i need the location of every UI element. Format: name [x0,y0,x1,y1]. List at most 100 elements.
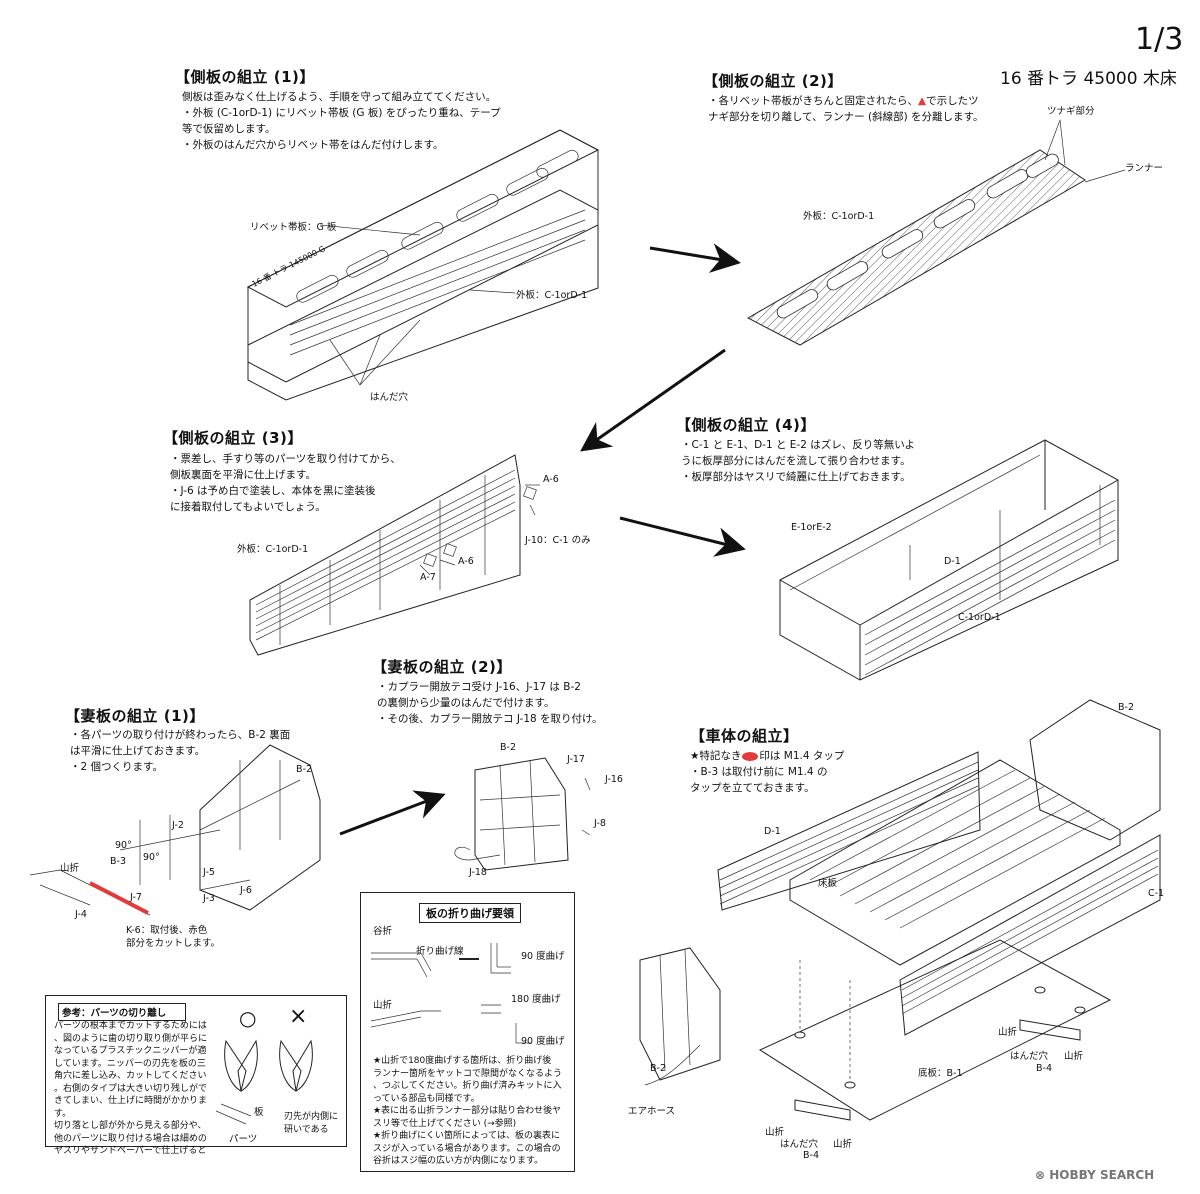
body-line: ・各パーツの取り付けが終わったら、B-2 裏面 [70,729,291,741]
reference-text: パーツの根本までカットするためには 、図のように歯の切り取り側が平らに なってい… [54,1020,207,1158]
label-90deg-a: 90° [115,840,132,851]
bad-mark-icon: × [289,1004,308,1029]
body-line: 等で仮留めします。 [182,123,276,135]
label-j16: J-16 [605,774,623,785]
label-j2: J-2 [172,820,184,831]
label-c1: C-1 [1148,888,1165,899]
page-number: 1/3 [1135,22,1184,57]
label-b4-bottom: B-4 [803,1150,819,1161]
watermark: ⊗ HOBBY SEARCH [1035,1168,1154,1182]
label-j10: J-10：C-1 のみ [525,535,591,546]
section-end-plate-1-title: 【妻板の組立 (1)】 [65,707,205,725]
label-180-fold: 180 度曲げ [511,994,561,1005]
label-fold-line: 折り曲げ線 [416,946,464,957]
body-line: 側板は歪みなく仕上げるよう、手順を守って組み立ててください。 [182,91,497,103]
watermark-icon: ⊗ [1035,1168,1050,1182]
label-90-fold-b: 90 度曲げ [521,1036,565,1047]
red-dot-icon [742,751,759,761]
body-star-post: 印は M1.4 タップ [759,750,845,762]
note-line: ★折り曲げにくい箇所によっては、板の裏表に [373,1131,560,1141]
label-j5: J-5 [203,867,215,878]
section-side-panel-4-body: ・C-1 と E-1、D-1 と E-2 はズレ、反り等無いよ うに板厚部分には… [681,437,915,485]
section-side-panel-2-body: ・各リベット帯板がきちんと固定されたら、▲で示したツ ナギ部分を切り離して、ラン… [708,93,983,125]
note-line: スリ等で仕上げてください (→参照) [373,1118,517,1129]
label-outer-plate: 外板：C-1orD-1 [516,290,588,301]
label-b2-left: B-2 [650,1063,666,1074]
fold-guide-diagram [370,943,531,1044]
label-mountain-fold-1: 山折 [998,1027,1018,1038]
label-valley-fold: 谷折 [373,926,393,937]
label-j8: J-8 [594,818,606,829]
note-line: ★山折で180度曲げする箇所は、折り曲げ後 [373,1056,552,1066]
body-line: ナギ部分を切り離して、ランナー (斜線部) を分離します。 [708,111,984,123]
body-line: ・C-1 と E-1、D-1 と E-2 はズレ、反り等無いよ [681,439,916,451]
label-base-plate: 底板：B-1 [918,1068,963,1079]
label-rivet-strip: リベット帯板：G 板 [250,222,337,233]
body-line: タップを立てておきます。 [690,782,815,794]
body-line: ・外板 (C-1orD-1) にリベット帯板 (G 板) をぴったり重ね、テープ [182,107,501,119]
note-line: ★表に出る山折ランナー部分は貼り合わせ後ヤ [373,1106,562,1116]
label-outer-plate: 外板：C-1orD-1 [803,211,875,222]
label-c1-d1: C-1orD-1 [958,612,1001,623]
label-j18: J-18 [469,867,487,878]
body-post: で示したツ [926,95,979,107]
body-line: に接着取付してもよいでしょう。 [170,501,326,513]
body-star-pre: ★特記なき [690,750,742,762]
label-e1-e2: E-1orE-2 [791,522,832,533]
label-b2: B-2 [296,764,312,775]
body-line: ・B-3 は取付け前に M1.4 の [690,766,828,778]
label-a6-upper: A-6 [543,474,559,485]
body-line: は平滑に仕上げておきます。 [70,745,206,757]
label-tsunagi: ツナギ部分 [1047,106,1095,117]
body-line: ・板厚部分はヤスリで綺麗に仕上げておきます。 [681,471,911,483]
body-line: ・票差し、手すり等のパーツを取り付けてから、 [170,453,401,465]
ref-line: 他のパーツに取り付ける場合は細めの [54,1133,207,1144]
ref-line: なっているプラスチックニッパーが適 [54,1046,207,1056]
section-side-panel-3-title: 【側板の組立 (3)】 [163,429,303,447]
ref-line: パーツの根本までカットするためには [54,1021,207,1031]
label-b2-top: B-2 [1118,702,1134,713]
ref-line: 、図のように歯の切り取り側が平らに [54,1033,208,1044]
label-b2: B-2 [500,742,516,753]
label-a6-lower: A-6 [458,556,474,567]
section-body-assembly-title: 【車体の組立】 [690,727,799,745]
section-side-panel-1-body: 側板は歪みなく仕上げるよう、手順を守って組み立ててください。 ・外板 (C-1o… [182,89,501,153]
section-body-assembly-body: ★特記なき 印は M1.4 タップ ・B-3 は取付け前に M1.4 の タップを… [690,748,844,796]
label-b3: B-3 [110,856,126,867]
body-pre: ・各リベット帯板がきちんと固定されたら、 [708,95,918,107]
good-mark-icon: ○ [239,1006,257,1030]
label-air-hose: エアホース [628,1106,676,1117]
section-side-panel-2-title: 【側板の組立 (2)】 [703,72,843,90]
label-runner: ランナー [1125,163,1164,174]
label-j6: J-6 [240,885,252,896]
label-a7: A-7 [420,572,436,583]
note-line: 谷折はスジ幅の広い方が内側になります。 [373,1156,544,1166]
label-mountain-fold-2: 山折 [1064,1051,1084,1062]
body-line: ・J-6 は予め白で塗装し、本体を黒に塗装後 [170,485,376,497]
fold-notes: ★山折で180度曲げする箇所は、折り曲げ後 ランナー箇所をヤットコで隙間がなくな… [373,1055,562,1168]
reference-title: 参考：パーツの切り離し [58,1003,186,1021]
note-line: っている部品も同様です。 [373,1093,480,1104]
label-mountain-fold: 山折 [60,863,80,874]
reference-box: 参考：パーツの切り離し パーツの根本までカットするためには 、図のように歯の切り… [45,995,347,1156]
red-triangle-icon: ▲ [918,95,927,107]
section-end-plate-2-title: 【妻板の組立 (2)】 [372,658,512,676]
fold-guide-title: 板の折り曲げ要領 [419,903,521,923]
note-line: ランナー箇所をヤットコで隙間がなくなるよう [373,1068,563,1079]
fold-guide-box: 板の折り曲げ要領 谷折 折り曲げ線 90 度曲げ 山折 180 度曲げ 90 度… [360,892,575,1172]
body-line: ・2 個つくります。 [70,761,163,773]
note-line: スジが入っている場合があります。この場合の [373,1143,561,1154]
ref-line: しています。ニッパーの刃先を板の三 [54,1058,206,1069]
section-side-panel-3-body: ・票差し、手すり等のパーツを取り付けてから、 側板裏面を平滑に仕上げます。 ・J… [170,451,401,515]
label-mountain-fold-4: 山折 [833,1139,853,1150]
label-k6-note: K-6：取付後、赤色 部分をカットします。 [126,925,221,949]
label-j17: J-17 [567,754,585,765]
label-solder-holes: はんだ穴 [370,392,409,403]
label-blade-inner: 刃先が内側に 研いである [284,1112,339,1135]
body-line: ・外板のはんだ穴からリベット帯をはんだ付けします。 [182,139,444,151]
ref-line: きてしまい、仕上げに時間がかかりま [54,1096,208,1106]
